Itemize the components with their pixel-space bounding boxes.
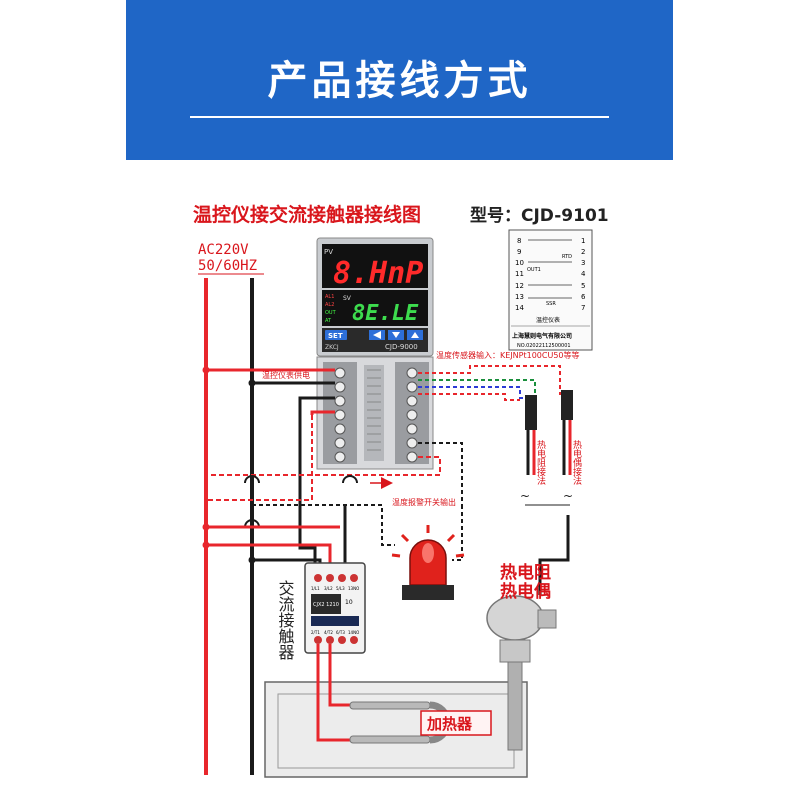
terminal-block bbox=[316, 356, 434, 470]
sticker-terminal: 3 bbox=[581, 259, 585, 267]
sticker-tag-ssr: SSR bbox=[546, 301, 556, 307]
rtd-name: 热电阻 bbox=[500, 562, 551, 583]
sticker-name: 温控仪表 bbox=[536, 316, 560, 324]
sensor-input-label: 温度传感器输入：KEJNPt100CU50等等 bbox=[436, 350, 580, 360]
heater-element bbox=[349, 701, 451, 744]
contactor-code: 10 bbox=[345, 599, 353, 606]
sticker-company: 上海慧则电气有限公司 bbox=[512, 332, 572, 340]
sticker-serial: NO.02022112500001 bbox=[517, 343, 571, 349]
heater-label: 加热器 bbox=[426, 715, 473, 733]
contactor-terminal: 2/T1 bbox=[311, 630, 320, 635]
set-button-label: SET bbox=[328, 332, 343, 340]
thermocouple-probe bbox=[561, 390, 573, 475]
sv-label: SV bbox=[343, 295, 352, 302]
indicator-at: AT bbox=[325, 318, 332, 324]
sticker-terminal: 7 bbox=[581, 304, 585, 312]
contactor-label: 交流接触器 bbox=[276, 580, 295, 660]
wiring-sticker: 8 9 10 11 12 13 14 1 2 3 4 5 6 7 OUT1 SS… bbox=[508, 229, 593, 351]
alarm-output-label: 温度报警开关输出 bbox=[392, 497, 456, 507]
contactor-terminal: 3/L2 bbox=[324, 586, 333, 591]
sticker-terminal: 14 bbox=[515, 304, 524, 312]
contactor-terminal: 4/T2 bbox=[324, 630, 333, 635]
brand-label: ZKCJ bbox=[325, 344, 339, 351]
down-arrow-icon bbox=[392, 332, 400, 338]
power-supply-label: 温控仪表供电 bbox=[262, 370, 310, 380]
tc-break-tilde: ~ bbox=[563, 489, 573, 503]
indicator-al1: AL1 bbox=[325, 294, 334, 300]
sticker-terminal: 5 bbox=[581, 282, 585, 290]
pv-display: 8.HnP bbox=[333, 256, 423, 291]
sensor-head bbox=[486, 595, 557, 751]
sticker-tag-rtd: RTD bbox=[562, 254, 572, 260]
power-label-frequency: 50/60HZ bbox=[198, 258, 257, 274]
power-label-voltage: AC220V bbox=[198, 242, 249, 258]
tc-name: 热电偶 bbox=[500, 581, 551, 602]
model-badge: CJD-9000 bbox=[385, 343, 418, 351]
diagram-title: 温控仪接交流接触器接线图 bbox=[193, 203, 421, 226]
sticker-terminal: 12 bbox=[515, 282, 524, 290]
sticker-tag-out1: OUT1 bbox=[527, 267, 541, 273]
indicator-out: OUT bbox=[325, 310, 337, 316]
sticker-terminal: 13 bbox=[515, 293, 524, 301]
title-underline bbox=[190, 116, 609, 118]
page-title: 产品接线方式 bbox=[267, 58, 532, 104]
sticker-terminal: 8 bbox=[517, 237, 521, 245]
tc-wiring-label: 热电偶接法 bbox=[571, 439, 582, 486]
contactor-terminal: 6/T3 bbox=[336, 630, 345, 635]
rtd-probe bbox=[525, 395, 537, 475]
rtd-wiring-label: 热电阻接法 bbox=[535, 439, 546, 486]
ac-contactor: 1/L1 3/L2 5/L3 13NO CJX2 1210 10 2/T1 4/… bbox=[304, 562, 366, 654]
up-arrow-icon bbox=[411, 332, 419, 338]
sticker-terminal: 4 bbox=[581, 270, 586, 278]
alarm-lamp-icon bbox=[391, 525, 465, 600]
sticker-terminal: 11 bbox=[515, 270, 524, 278]
sticker-terminal: 6 bbox=[581, 293, 586, 301]
contactor-terminal: 1/L1 bbox=[311, 586, 320, 591]
indicator-al2: AL2 bbox=[325, 302, 334, 308]
contactor-terminal: 14NO bbox=[348, 630, 359, 635]
header-banner: 产品接线方式 bbox=[126, 0, 673, 160]
sticker-terminal: 2 bbox=[581, 248, 585, 256]
rtd-break-tilde: ~ bbox=[520, 489, 530, 503]
contactor-terminal: 5/L3 bbox=[336, 586, 345, 591]
sv-display: 8E.LE bbox=[352, 301, 419, 326]
sticker-terminal: 1 bbox=[581, 237, 585, 245]
set-button[interactable] bbox=[325, 330, 347, 340]
left-arrow-icon bbox=[373, 331, 381, 339]
sticker-terminal: 9 bbox=[517, 248, 521, 256]
model-label: 型号：CJD-9101 bbox=[470, 205, 609, 226]
sticker-terminal: 10 bbox=[515, 259, 524, 267]
contactor-terminal: 13NO bbox=[348, 586, 359, 591]
contactor-model: CJX2 1210 bbox=[313, 602, 339, 608]
controller-panel: PV 8.HnP AL1 AL2 OUT AT SV 8E.LE SET ZKC… bbox=[316, 237, 434, 357]
pv-label: PV bbox=[324, 248, 333, 256]
